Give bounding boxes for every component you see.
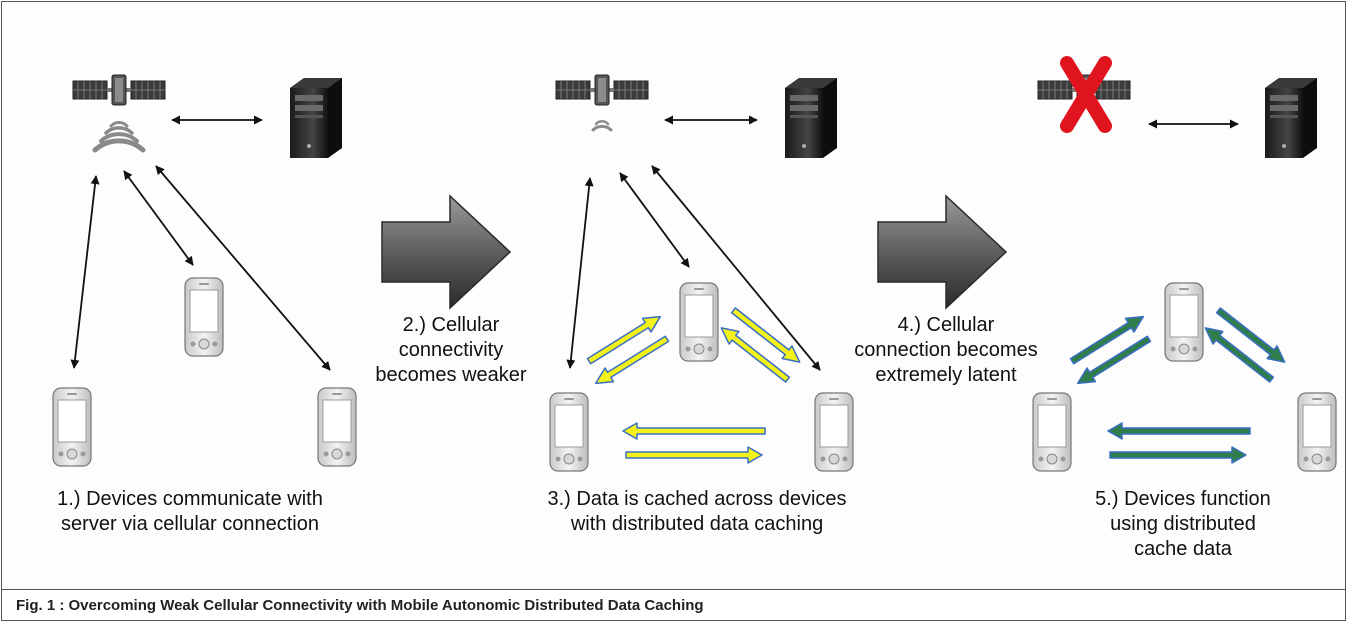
step-4-label-line-3: extremely latent	[875, 364, 1017, 386]
step-4-label-line-1: 4.) Cellular	[898, 314, 995, 336]
step-1-label-line-1: 1.) Devices communicate with	[57, 488, 323, 510]
cellular-link-arrow	[651, 165, 821, 371]
panel-1: 1.) Devices communicate with server via …	[52, 74, 357, 535]
diagram-canvas: 1.) Devices communicate with server via …	[52, 56, 1337, 560]
transition-arrow-icon	[877, 194, 1008, 310]
step-2-label-line-3: becomes weaker	[375, 364, 527, 386]
step-5-label-line-3: cache data	[1134, 538, 1233, 560]
caption-divider	[2, 589, 1345, 590]
cellular-link-arrow	[70, 175, 100, 369]
weak-signal-waves-icon	[591, 120, 613, 132]
disconnected-x-icon	[1060, 56, 1112, 133]
step-2-label-line-1: 2.) Cellular	[403, 314, 500, 336]
connection-arrows	[566, 115, 821, 371]
cellular-link-arrow	[155, 165, 331, 371]
step-1-label-line-2: server via cellular connection	[61, 513, 319, 535]
cellular-link-arrow	[566, 177, 594, 369]
cache-sync-arrows	[586, 307, 801, 464]
step-5-label-line-2: using distributed	[1110, 513, 1256, 535]
connection-arrows	[70, 115, 331, 371]
step-2-label-line-2: connectivity	[399, 339, 504, 361]
panel-5: 5.) Devices function using distributed c…	[1032, 56, 1337, 560]
panel-3: 3.) Data is cached across devices with d…	[547, 74, 854, 535]
figure-caption: Fig. 1 : Overcoming Weak Cellular Connec…	[16, 597, 704, 614]
step-4-label-line-2: connection becomes	[854, 339, 1037, 361]
step-5-label-line-1: 5.) Devices function	[1095, 488, 1271, 510]
signal-waves-icon	[92, 121, 146, 153]
transition-arrow-icon	[381, 194, 512, 310]
step-3-label-line-1: 3.) Data is cached across devices	[547, 488, 846, 510]
step-3-label-line-2: with distributed data caching	[570, 513, 823, 535]
cache-sync-arrows	[1069, 307, 1286, 464]
